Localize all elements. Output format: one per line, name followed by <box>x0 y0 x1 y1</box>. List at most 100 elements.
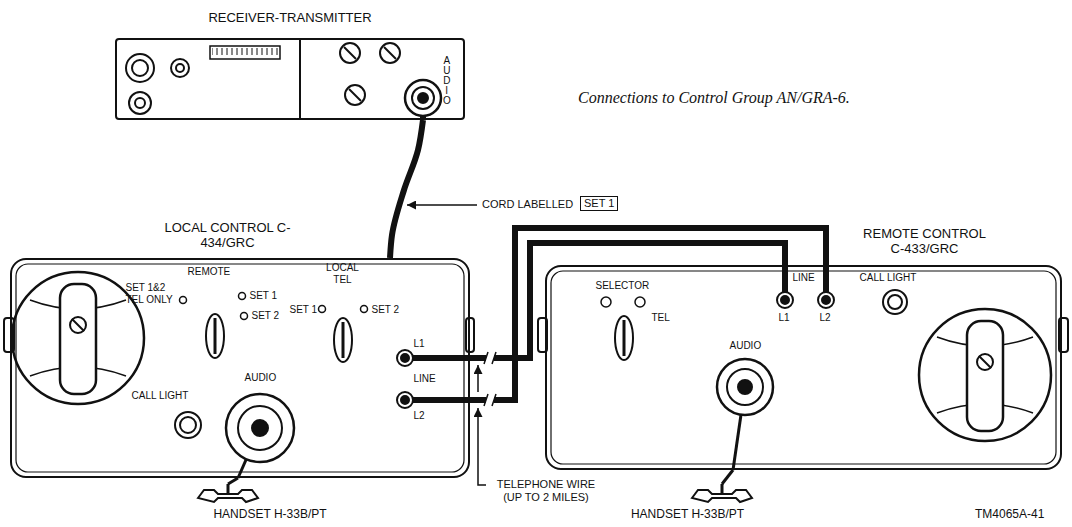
drawing-part <box>384 47 396 59</box>
drawing-part <box>397 392 413 408</box>
drawing-part <box>418 93 428 103</box>
drawing-part <box>717 359 773 415</box>
callout-text: CORD LABELLED <box>482 198 573 211</box>
radio-unit: RECEIVER-TRANSMITTERAUDIO <box>115 38 465 120</box>
panel-marking: AUDIO <box>443 56 451 106</box>
drawing-part <box>405 355 470 361</box>
drawing-part <box>175 412 201 438</box>
drawing-part <box>977 354 993 370</box>
wire-break <box>484 352 496 406</box>
cable <box>722 470 733 484</box>
control-unit: REMOTE CONTROL C-433/GRCSELECTORTELLINEL… <box>545 265 1062 470</box>
drawing-part <box>401 354 409 362</box>
drawing-part <box>12 272 144 404</box>
drawing-part <box>484 394 488 406</box>
drawing-part <box>818 292 834 308</box>
panel-marking: AUDIO <box>245 372 277 384</box>
drawing-part <box>412 87 434 109</box>
drawing-part <box>777 292 793 308</box>
unit-label: RECEIVER-TRANSMITTER <box>190 10 390 26</box>
panel-marking: SET 1 <box>290 304 318 316</box>
drawing-part <box>919 309 1051 441</box>
leader-line <box>407 204 477 206</box>
drawing-part <box>601 297 611 307</box>
drawing-part <box>171 59 189 77</box>
drawing-part <box>60 284 96 394</box>
drawing-part <box>16 264 464 472</box>
drawing-part <box>129 92 151 114</box>
drawing-part <box>340 43 360 63</box>
drawing-part <box>551 271 1056 464</box>
drawing-part <box>738 380 752 394</box>
panel-marking: SET 2 <box>372 304 400 316</box>
panel-divider <box>299 38 301 120</box>
figure-number: TM4065A-41 <box>975 507 1044 521</box>
drawing-part <box>615 316 633 360</box>
panel-marking: SET 1 <box>250 290 278 302</box>
figure-caption: Connections to Control Group AN/GRA-6. <box>578 88 850 107</box>
drawing-part <box>345 85 365 105</box>
drawing-part <box>342 322 345 358</box>
panel-marking: REMOTE <box>188 266 231 278</box>
drawing-part <box>180 297 187 304</box>
panel-marking: SET 2 <box>252 310 280 322</box>
panel-marking: CALL LIGHT <box>860 272 917 284</box>
panel-marking: LINE <box>414 373 436 385</box>
drawing-part <box>822 296 830 304</box>
unit-label: REMOTE CONTROL C-433/GRC <box>858 226 992 257</box>
drawing-part <box>401 396 409 404</box>
drawing-part <box>492 394 496 406</box>
drawing-part <box>781 296 789 304</box>
drawing-part <box>319 306 326 313</box>
drawing-part <box>405 397 470 403</box>
panel-art <box>4 38 1068 502</box>
drawing-part <box>241 313 248 320</box>
drawing-part <box>349 89 361 101</box>
callout-text: TELEPHONE WIRE (UP TO 2 MILES) <box>490 478 602 504</box>
drawing-part <box>361 306 368 313</box>
drawing-part <box>727 369 763 405</box>
panel-marking: LINE <box>793 272 815 284</box>
drawing-part <box>484 352 496 406</box>
panel-marking: L1 <box>779 312 790 324</box>
drawing-part <box>883 290 907 314</box>
drawing-part <box>214 318 217 354</box>
drawing-part <box>72 319 84 331</box>
cord-tag: SET 1 <box>580 196 618 211</box>
panel-marking: CALL LIGHT <box>132 390 189 402</box>
drawing-part <box>635 297 645 307</box>
drawing-part <box>334 318 352 362</box>
drawing-part <box>979 356 991 368</box>
drawing-part <box>176 64 184 72</box>
drawing-part <box>623 320 626 356</box>
drawing-part <box>466 318 474 352</box>
panel-marking: L1 <box>414 338 425 350</box>
drawing-part <box>212 47 278 57</box>
panel-marking: L2 <box>414 410 425 422</box>
panel-marking: SET 1&2 TEL ONLY <box>126 282 178 306</box>
leader-line <box>478 408 486 485</box>
handset: HANDSET H-33B/PT <box>595 484 780 526</box>
unit-label: HANDSET H-33B/PT <box>595 507 780 521</box>
panel-marking: LOCAL TEL <box>318 262 368 286</box>
control-unit: LOCAL CONTROL C-434/GRCREMOTESET 1&2 TEL… <box>10 258 470 478</box>
drawing-part <box>180 417 196 433</box>
drawing-part <box>70 317 86 333</box>
unit-label: HANDSET H-33B/PT <box>175 507 365 521</box>
drawing-part <box>721 484 724 494</box>
drawing-part <box>135 98 145 108</box>
panel-marking: AUDIO <box>730 340 762 352</box>
panel-marking: SELECTOR <box>596 280 650 292</box>
drawing-part <box>492 352 496 364</box>
drawing-part <box>239 293 246 300</box>
cable <box>470 228 826 400</box>
handset: HANDSET H-33B/PT <box>175 484 365 526</box>
drawing-part <box>227 484 230 494</box>
cable <box>390 120 423 258</box>
drawing-part <box>484 352 488 364</box>
drawing-part <box>344 47 356 59</box>
panel-marking: L2 <box>820 312 831 324</box>
